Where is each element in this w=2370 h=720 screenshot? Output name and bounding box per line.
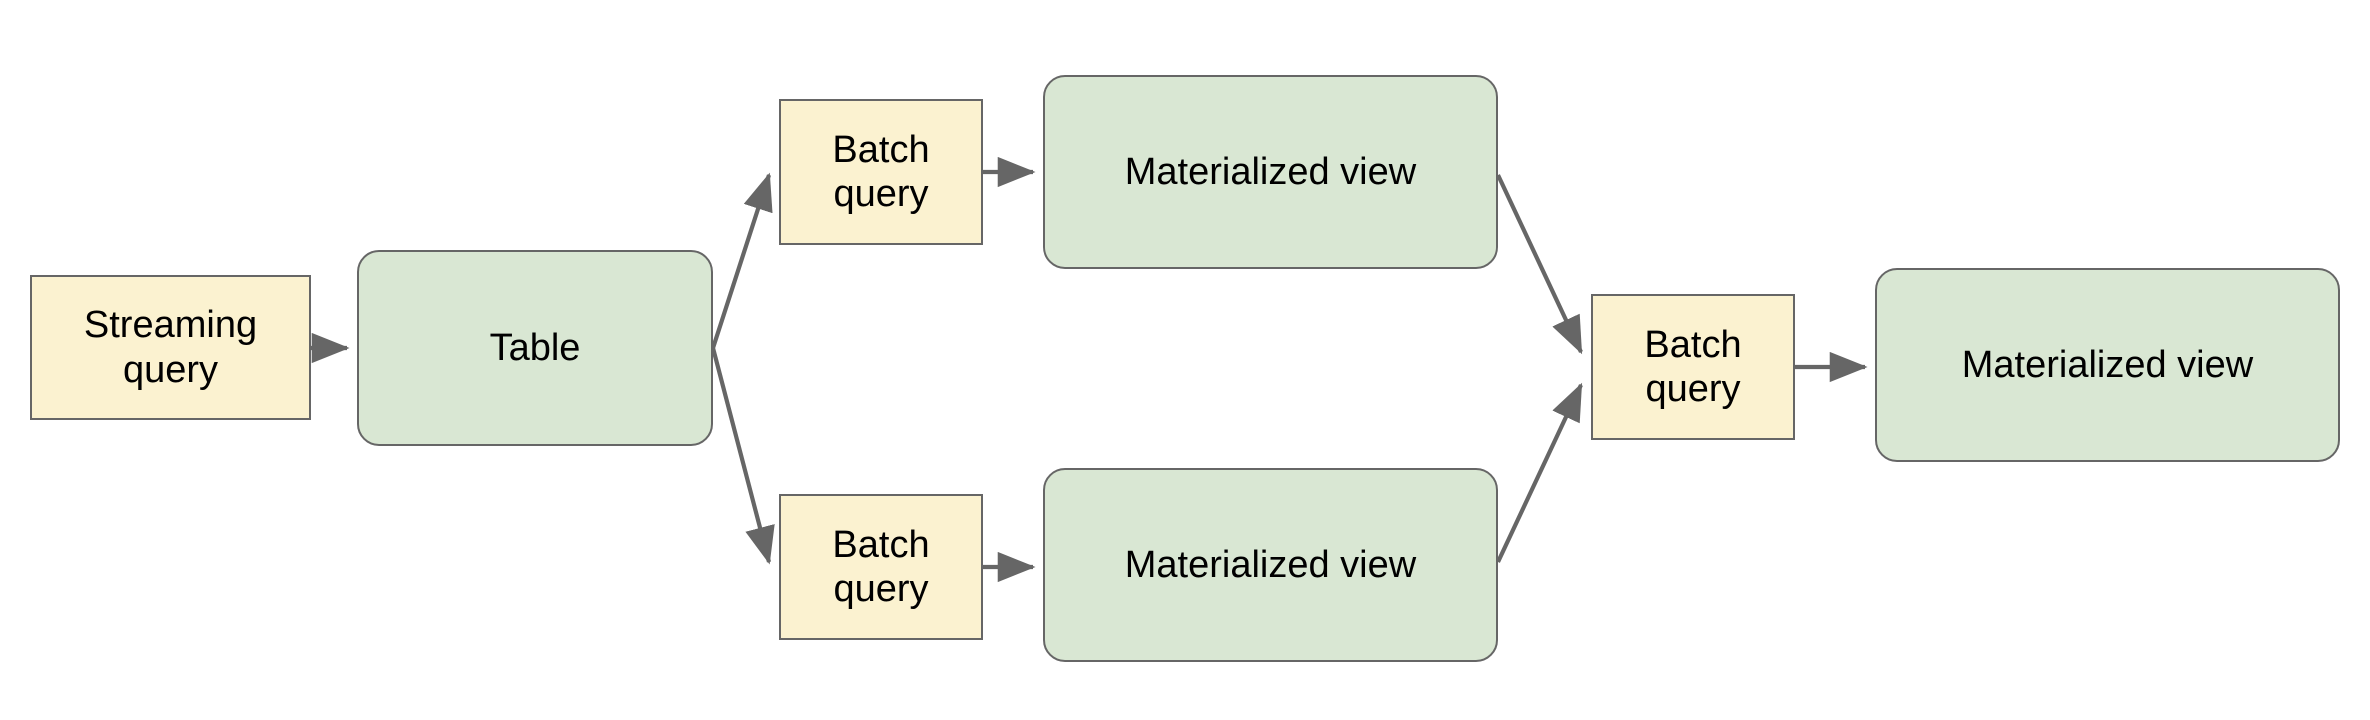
- node-batch-query-top[interactable]: Batch query: [779, 99, 983, 245]
- node-label-batch-query-join: Batch query: [1644, 323, 1742, 410]
- node-materialized-view-bottom[interactable]: Materialized view: [1043, 468, 1498, 662]
- node-materialized-view-final[interactable]: Materialized view: [1875, 268, 2340, 462]
- node-streaming-query[interactable]: Streaming query: [30, 275, 311, 420]
- node-table[interactable]: Table: [357, 250, 713, 446]
- node-label-table: Table: [489, 326, 581, 369]
- node-label-streaming-query: Streaming query: [83, 304, 258, 391]
- node-batch-query-join[interactable]: Batch query: [1591, 294, 1795, 440]
- node-batch-query-bottom[interactable]: Batch query: [779, 494, 983, 640]
- node-label-batch-query-bottom: Batch query: [832, 523, 930, 610]
- edge-materialized-view-bottom-to-batch-query-join: [1496, 382, 1583, 563]
- node-label-materialized-view-bottom: Materialized view: [1124, 543, 1417, 586]
- node-label-materialized-view-final: Materialized view: [1961, 343, 2254, 386]
- edge-table-to-batch-query-top: [711, 172, 773, 349]
- edge-materialized-view-top-to-batch-query-join: [1496, 174, 1583, 355]
- node-materialized-view-top[interactable]: Materialized view: [1043, 75, 1498, 269]
- node-label-batch-query-top: Batch query: [832, 128, 930, 215]
- edge-table-to-batch-query-bottom: [710, 347, 775, 565]
- node-label-materialized-view-top: Materialized view: [1124, 150, 1417, 193]
